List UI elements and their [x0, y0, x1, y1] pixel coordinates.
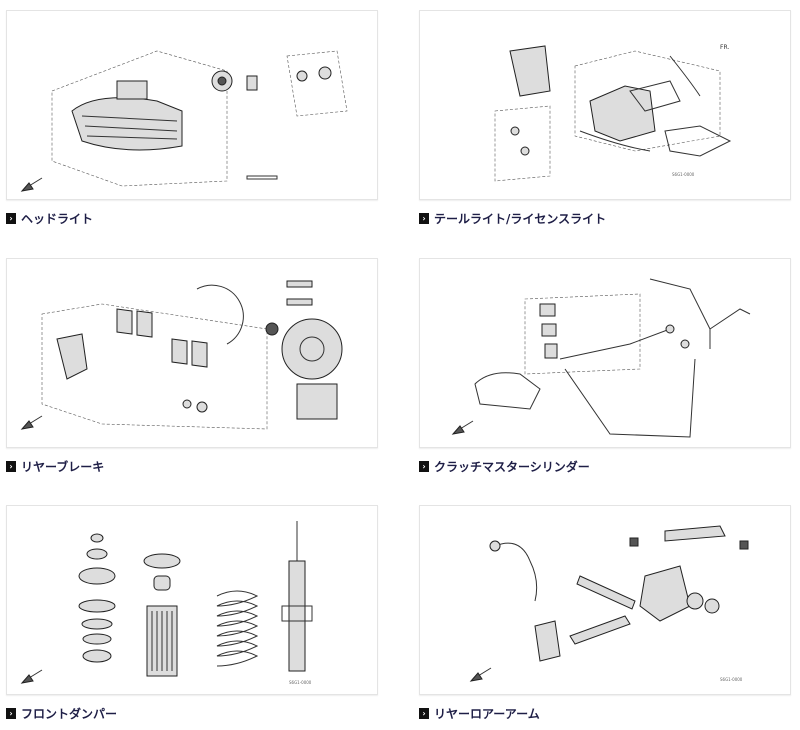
chevron-right-icon: › — [419, 708, 429, 719]
part-link-front-damper[interactable]: › フロントダンパー — [6, 705, 378, 722]
part-card-front-damper: S6G1-0000 › フロントダンパー — [6, 505, 378, 722]
part-label: フロントダンパー — [21, 707, 118, 721]
chevron-right-icon: › — [6, 708, 16, 719]
part-card-rear-brake: › リヤーブレーキ — [6, 258, 378, 475]
diagram-front-damper[interactable]: S6G1-0000 — [6, 505, 378, 695]
part-link-rear-lower-arm[interactable]: › リヤーロアーアーム — [419, 705, 791, 722]
svg-text:S6G1-0000: S6G1-0000 — [720, 677, 743, 682]
diagram-rear-brake[interactable] — [6, 258, 378, 448]
part-link-clutch-master[interactable]: › クラッチマスターシリンダー — [419, 458, 791, 475]
svg-text:FR.: FR. — [720, 44, 729, 51]
chevron-right-icon: › — [6, 461, 16, 472]
diagram-taillight[interactable]: FR. S6G1-0000 — [419, 10, 791, 200]
chevron-right-icon: › — [419, 461, 429, 472]
part-label: リヤーブレーキ — [21, 460, 105, 474]
part-link-rear-brake[interactable]: › リヤーブレーキ — [6, 458, 378, 475]
svg-text:S6G1-0000: S6G1-0000 — [289, 680, 312, 685]
part-card-headlight: › ヘッドライト — [6, 10, 378, 227]
part-label: クラッチマスターシリンダー — [434, 460, 590, 474]
chevron-right-icon: › — [6, 213, 16, 224]
diagram-rear-lower-arm[interactable]: S6G1-0000 — [419, 505, 791, 695]
part-card-clutch-master: › クラッチマスターシリンダー — [419, 258, 791, 475]
part-card-rear-lower-arm: S6G1-0000 › リヤーロアーアーム — [419, 505, 791, 722]
part-label: テールライト/ライセンスライト — [434, 212, 607, 226]
svg-text:S6G1-0000: S6G1-0000 — [672, 172, 695, 177]
part-link-taillight[interactable]: › テールライト/ライセンスライト — [419, 210, 791, 227]
diagram-headlight[interactable] — [6, 10, 378, 200]
part-card-taillight: FR. S6G1-0000 › テールライト/ライセンスライト — [419, 10, 791, 227]
chevron-right-icon: › — [419, 213, 429, 224]
part-link-headlight[interactable]: › ヘッドライト — [6, 210, 378, 227]
part-label: リヤーロアーアーム — [434, 707, 540, 721]
diagram-clutch-master[interactable] — [419, 258, 791, 448]
part-label: ヘッドライト — [21, 212, 94, 226]
